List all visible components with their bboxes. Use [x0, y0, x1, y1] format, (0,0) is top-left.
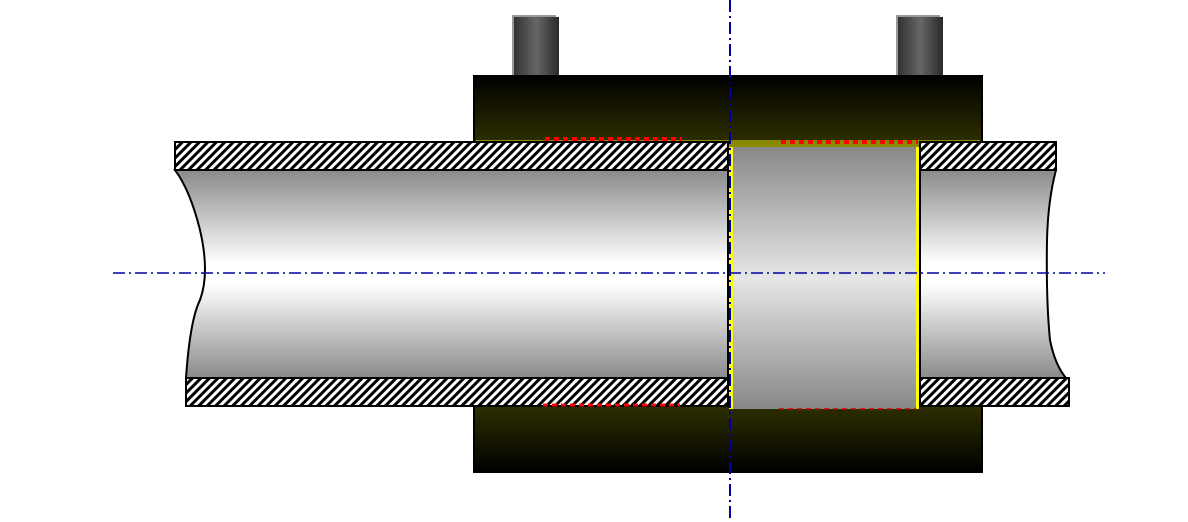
left-pipe-wall-top: [174, 141, 729, 171]
left-pipe: [173, 141, 729, 407]
right-pipe: [919, 141, 1070, 407]
right-pipe-wall-bottom: [919, 377, 1070, 407]
terminal-pin-right: [896, 15, 943, 76]
right-pipe-wall-top: [919, 141, 1057, 171]
terminal-pin-left: [512, 15, 559, 76]
right-pipe-insert: [729, 147, 919, 409]
left-pipe-wall-bottom: [185, 377, 729, 407]
